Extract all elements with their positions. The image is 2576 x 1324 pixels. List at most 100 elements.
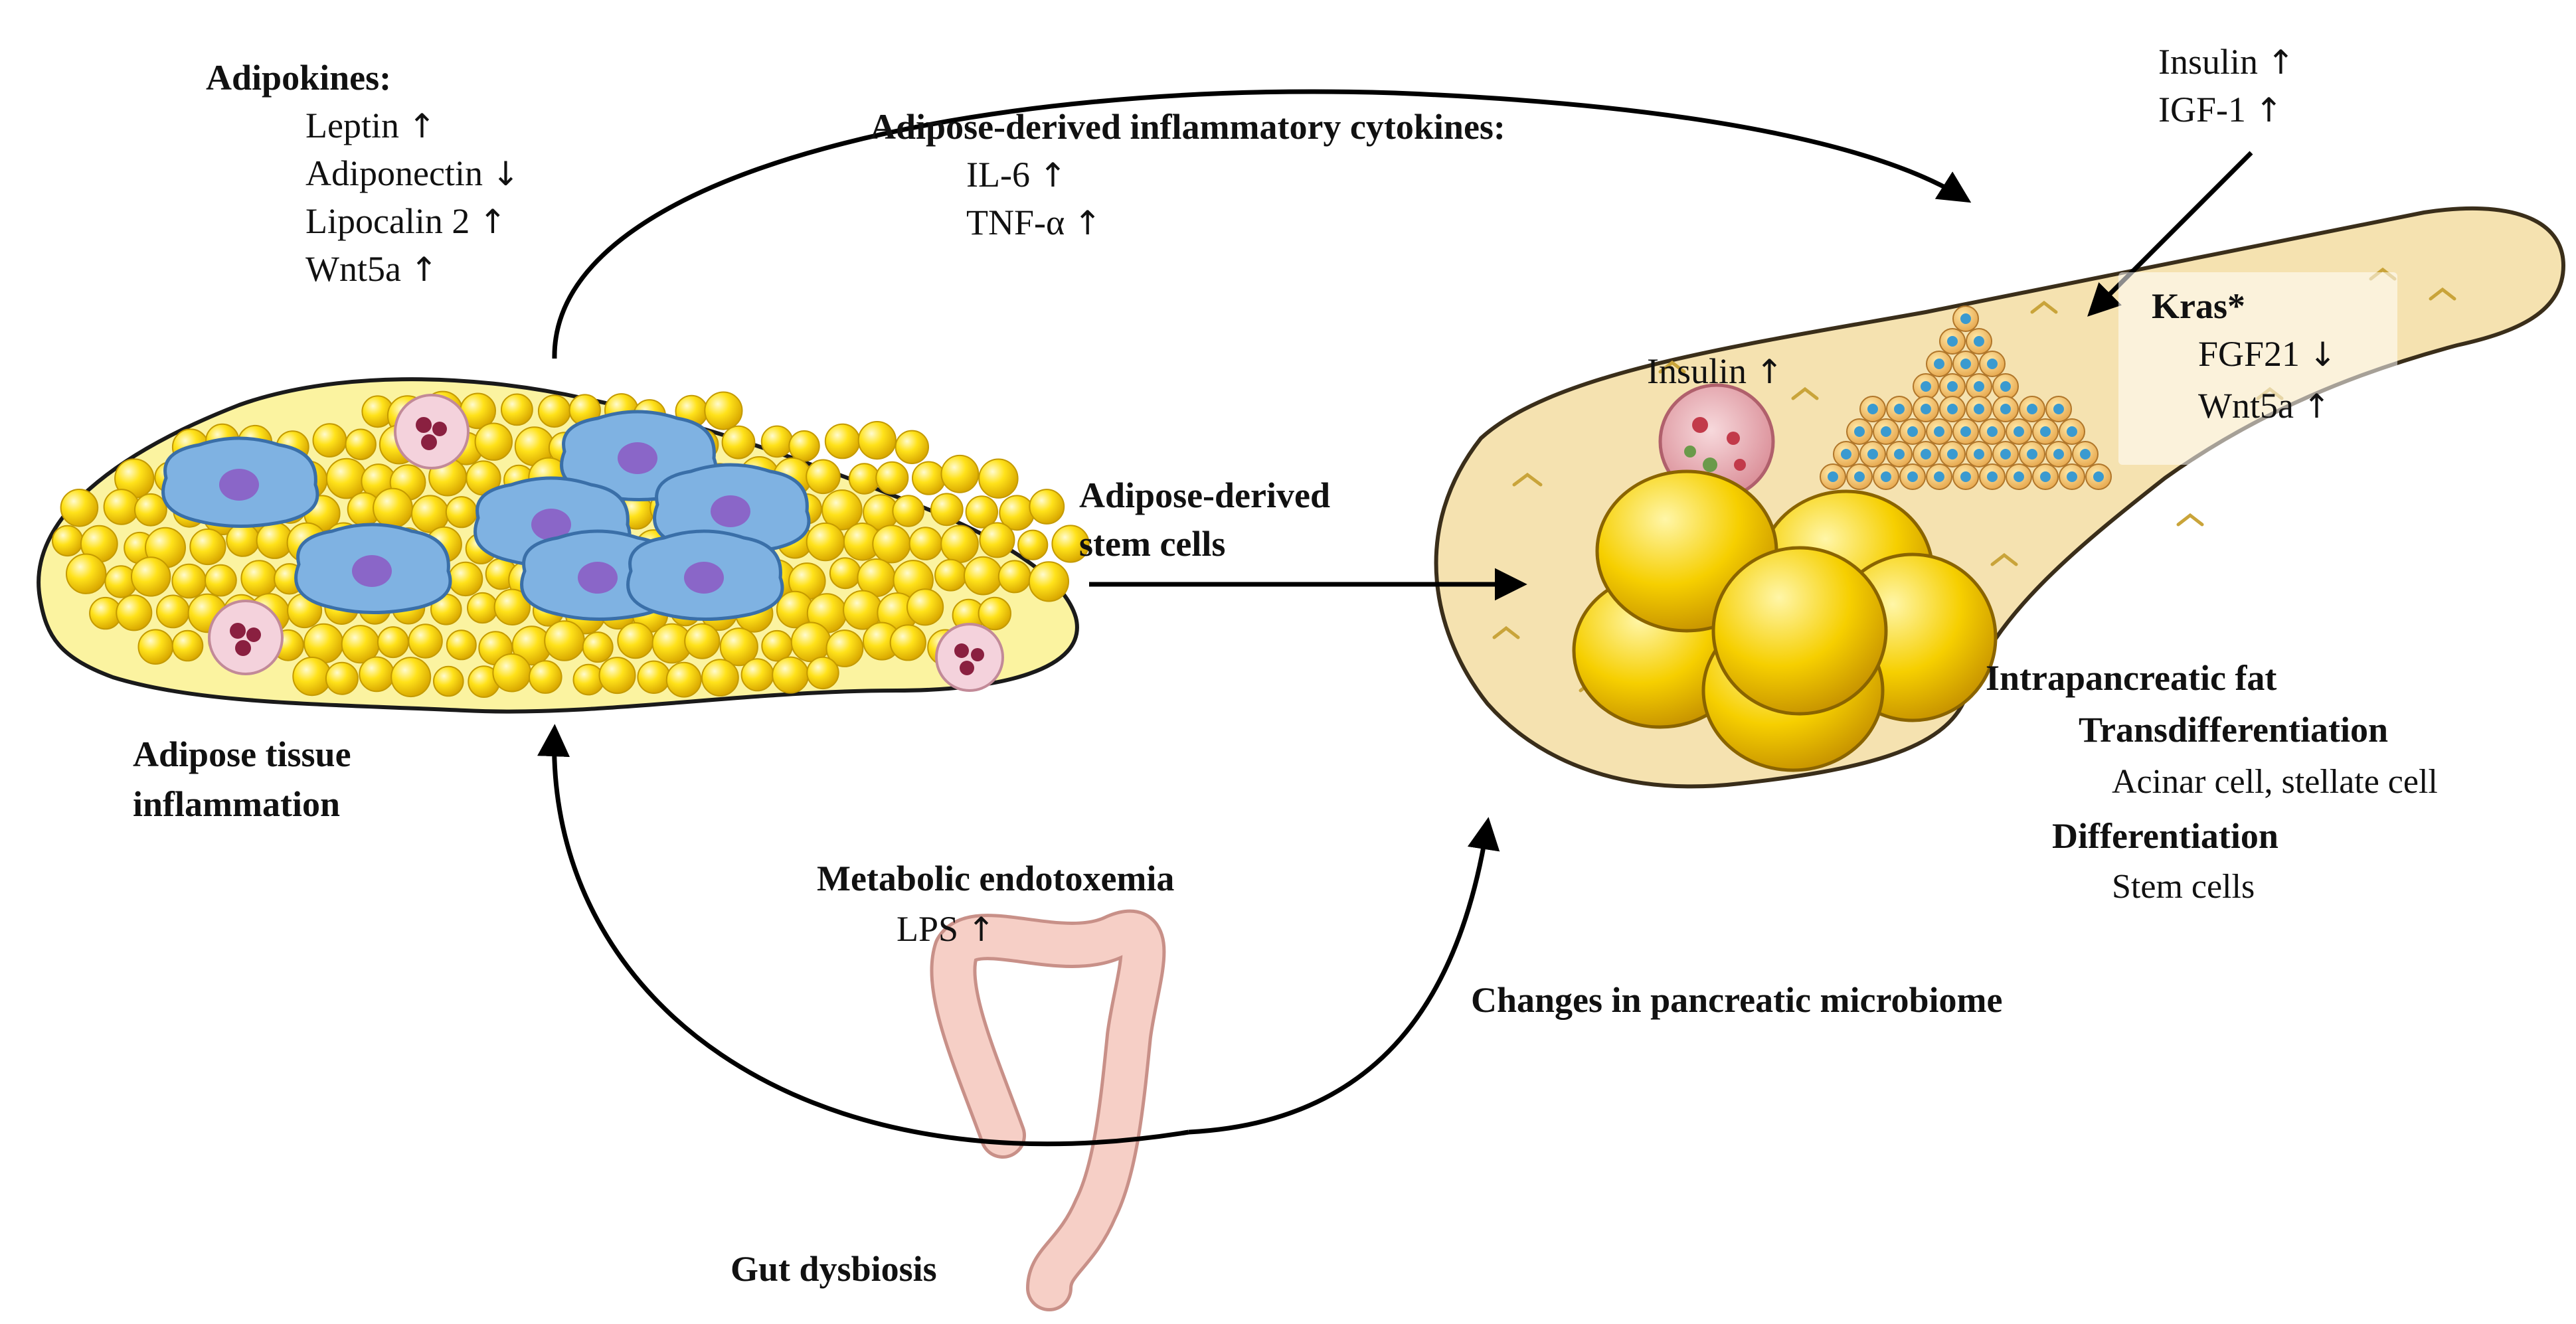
fat-cell xyxy=(940,525,979,564)
fat-cell xyxy=(617,622,654,659)
acinar-nucleus xyxy=(1841,449,1851,459)
fat-cell xyxy=(373,487,413,529)
fat-cell xyxy=(189,528,226,566)
fat-cell xyxy=(908,527,943,560)
intrapancreatic-fat-cells xyxy=(1572,469,1998,772)
acinar-nucleus xyxy=(1881,426,1891,437)
fat-cell xyxy=(448,561,483,597)
fat-cell xyxy=(934,558,967,592)
kras-wnt5a: Wnt5a ↑ xyxy=(2198,386,2331,426)
fat-cell xyxy=(788,430,820,462)
acinar-nucleus xyxy=(1934,426,1944,437)
acinar-nucleus xyxy=(1881,471,1891,482)
acinar-nucleus xyxy=(1934,359,1944,369)
acinar-nucleus xyxy=(2053,449,2064,459)
neutrophils xyxy=(208,394,1004,692)
fat-cell xyxy=(103,489,140,525)
fat-cell xyxy=(665,661,702,698)
fat-cell xyxy=(390,657,432,698)
macrophages xyxy=(161,410,811,621)
acinar-nucleus xyxy=(1894,404,1905,414)
fat-cell xyxy=(848,463,881,495)
adipokine-lipocalin2: Lipocalin 2 ↑ xyxy=(305,201,507,241)
acinar-cluster xyxy=(1820,305,2112,490)
fat-cell xyxy=(537,394,571,428)
fat-cell xyxy=(116,594,153,631)
fat-cell xyxy=(492,653,532,693)
acinar-nucleus xyxy=(1854,426,1865,437)
adipose-tissue xyxy=(37,377,1090,714)
acinar-nucleus xyxy=(1921,381,1931,392)
acinar-nucleus xyxy=(2000,449,2011,459)
fat-cell xyxy=(377,626,409,659)
acinar-nucleus xyxy=(1921,404,1931,414)
fat-cell xyxy=(965,495,999,529)
fat-cell xyxy=(740,658,774,692)
acinar-nucleus xyxy=(1987,426,1998,437)
fat-cell xyxy=(790,621,831,663)
stem-cells-line2: stem cells xyxy=(1079,524,1226,564)
fat-cell xyxy=(821,489,863,531)
fat-cell xyxy=(721,425,756,459)
fat-cell xyxy=(1029,489,1065,525)
acinar-nucleus xyxy=(1974,404,1984,414)
fat-cell xyxy=(940,454,980,493)
fat-cell xyxy=(359,656,395,693)
acinar-nucleus xyxy=(2080,449,2091,459)
transdifferentiation-detail: Acinar cell, stellate cell xyxy=(2112,763,2438,801)
acinar-nucleus xyxy=(1987,359,1998,369)
intrapancreatic-title: Intrapancreatic fat xyxy=(1986,658,2277,698)
transdifferentiation-label: Transdifferentiation xyxy=(2079,710,2388,750)
differentiation-label: Differentiation xyxy=(2052,816,2278,856)
fat-cell xyxy=(906,588,944,626)
fat-cell xyxy=(171,563,207,599)
fat-cell xyxy=(829,557,861,590)
fat-cell xyxy=(912,461,946,495)
adipose-label-line2: inflammation xyxy=(133,784,341,824)
fat-cell xyxy=(760,425,794,458)
acinar-nucleus xyxy=(1867,404,1878,414)
fat-cell xyxy=(292,657,332,697)
acinar-nucleus xyxy=(2027,449,2037,459)
acinar-nucleus xyxy=(1974,336,1984,347)
fat-cell xyxy=(637,660,671,694)
acinar-nucleus xyxy=(1987,471,1998,482)
fat-cell xyxy=(979,522,1015,558)
fat-cell xyxy=(572,663,605,696)
kras-panel xyxy=(2118,272,2397,465)
fat-cell xyxy=(325,457,367,499)
acinar-nucleus xyxy=(1960,313,1971,324)
islet-insulin: Insulin ↑ xyxy=(1647,351,1784,391)
acinar-nucleus xyxy=(1947,381,1958,392)
colon xyxy=(930,909,1166,1311)
fat-cell xyxy=(761,629,793,662)
fat-cell xyxy=(493,588,531,625)
fat-cell xyxy=(806,522,845,562)
fat-cell xyxy=(806,459,841,495)
acinar-nucleus xyxy=(1947,449,1958,459)
microbiome-label: Changes in pancreatic microbiome xyxy=(1471,980,2003,1020)
stem-cells-line1: Adipose-derived xyxy=(1079,475,1330,515)
fat-cell xyxy=(501,393,533,426)
endotoxemia-lps: LPS ↑ xyxy=(897,909,995,949)
fat-cell xyxy=(445,496,478,529)
fat-cell xyxy=(474,422,513,461)
fat-cell xyxy=(719,627,758,667)
fat-cell xyxy=(171,629,204,662)
fat-cell xyxy=(226,523,260,557)
fat-cell xyxy=(544,620,585,661)
fat-cell xyxy=(433,665,464,697)
adipokine-adiponectin: Adiponectin ↓ xyxy=(305,153,520,193)
fat-cell xyxy=(131,556,171,597)
fat-cell xyxy=(312,423,347,457)
kras-title: Kras* xyxy=(2152,286,2245,326)
differentiation-detail: Stem cells xyxy=(2112,868,2255,906)
fat-cell xyxy=(704,391,743,430)
fat-cell xyxy=(978,596,1012,631)
cytokine-tnfa: TNF-α ↑ xyxy=(966,203,1102,242)
fat-cell xyxy=(598,657,636,695)
endotoxemia-title: Metabolic endotoxemia xyxy=(817,859,1175,898)
fat-cell xyxy=(997,560,1031,594)
